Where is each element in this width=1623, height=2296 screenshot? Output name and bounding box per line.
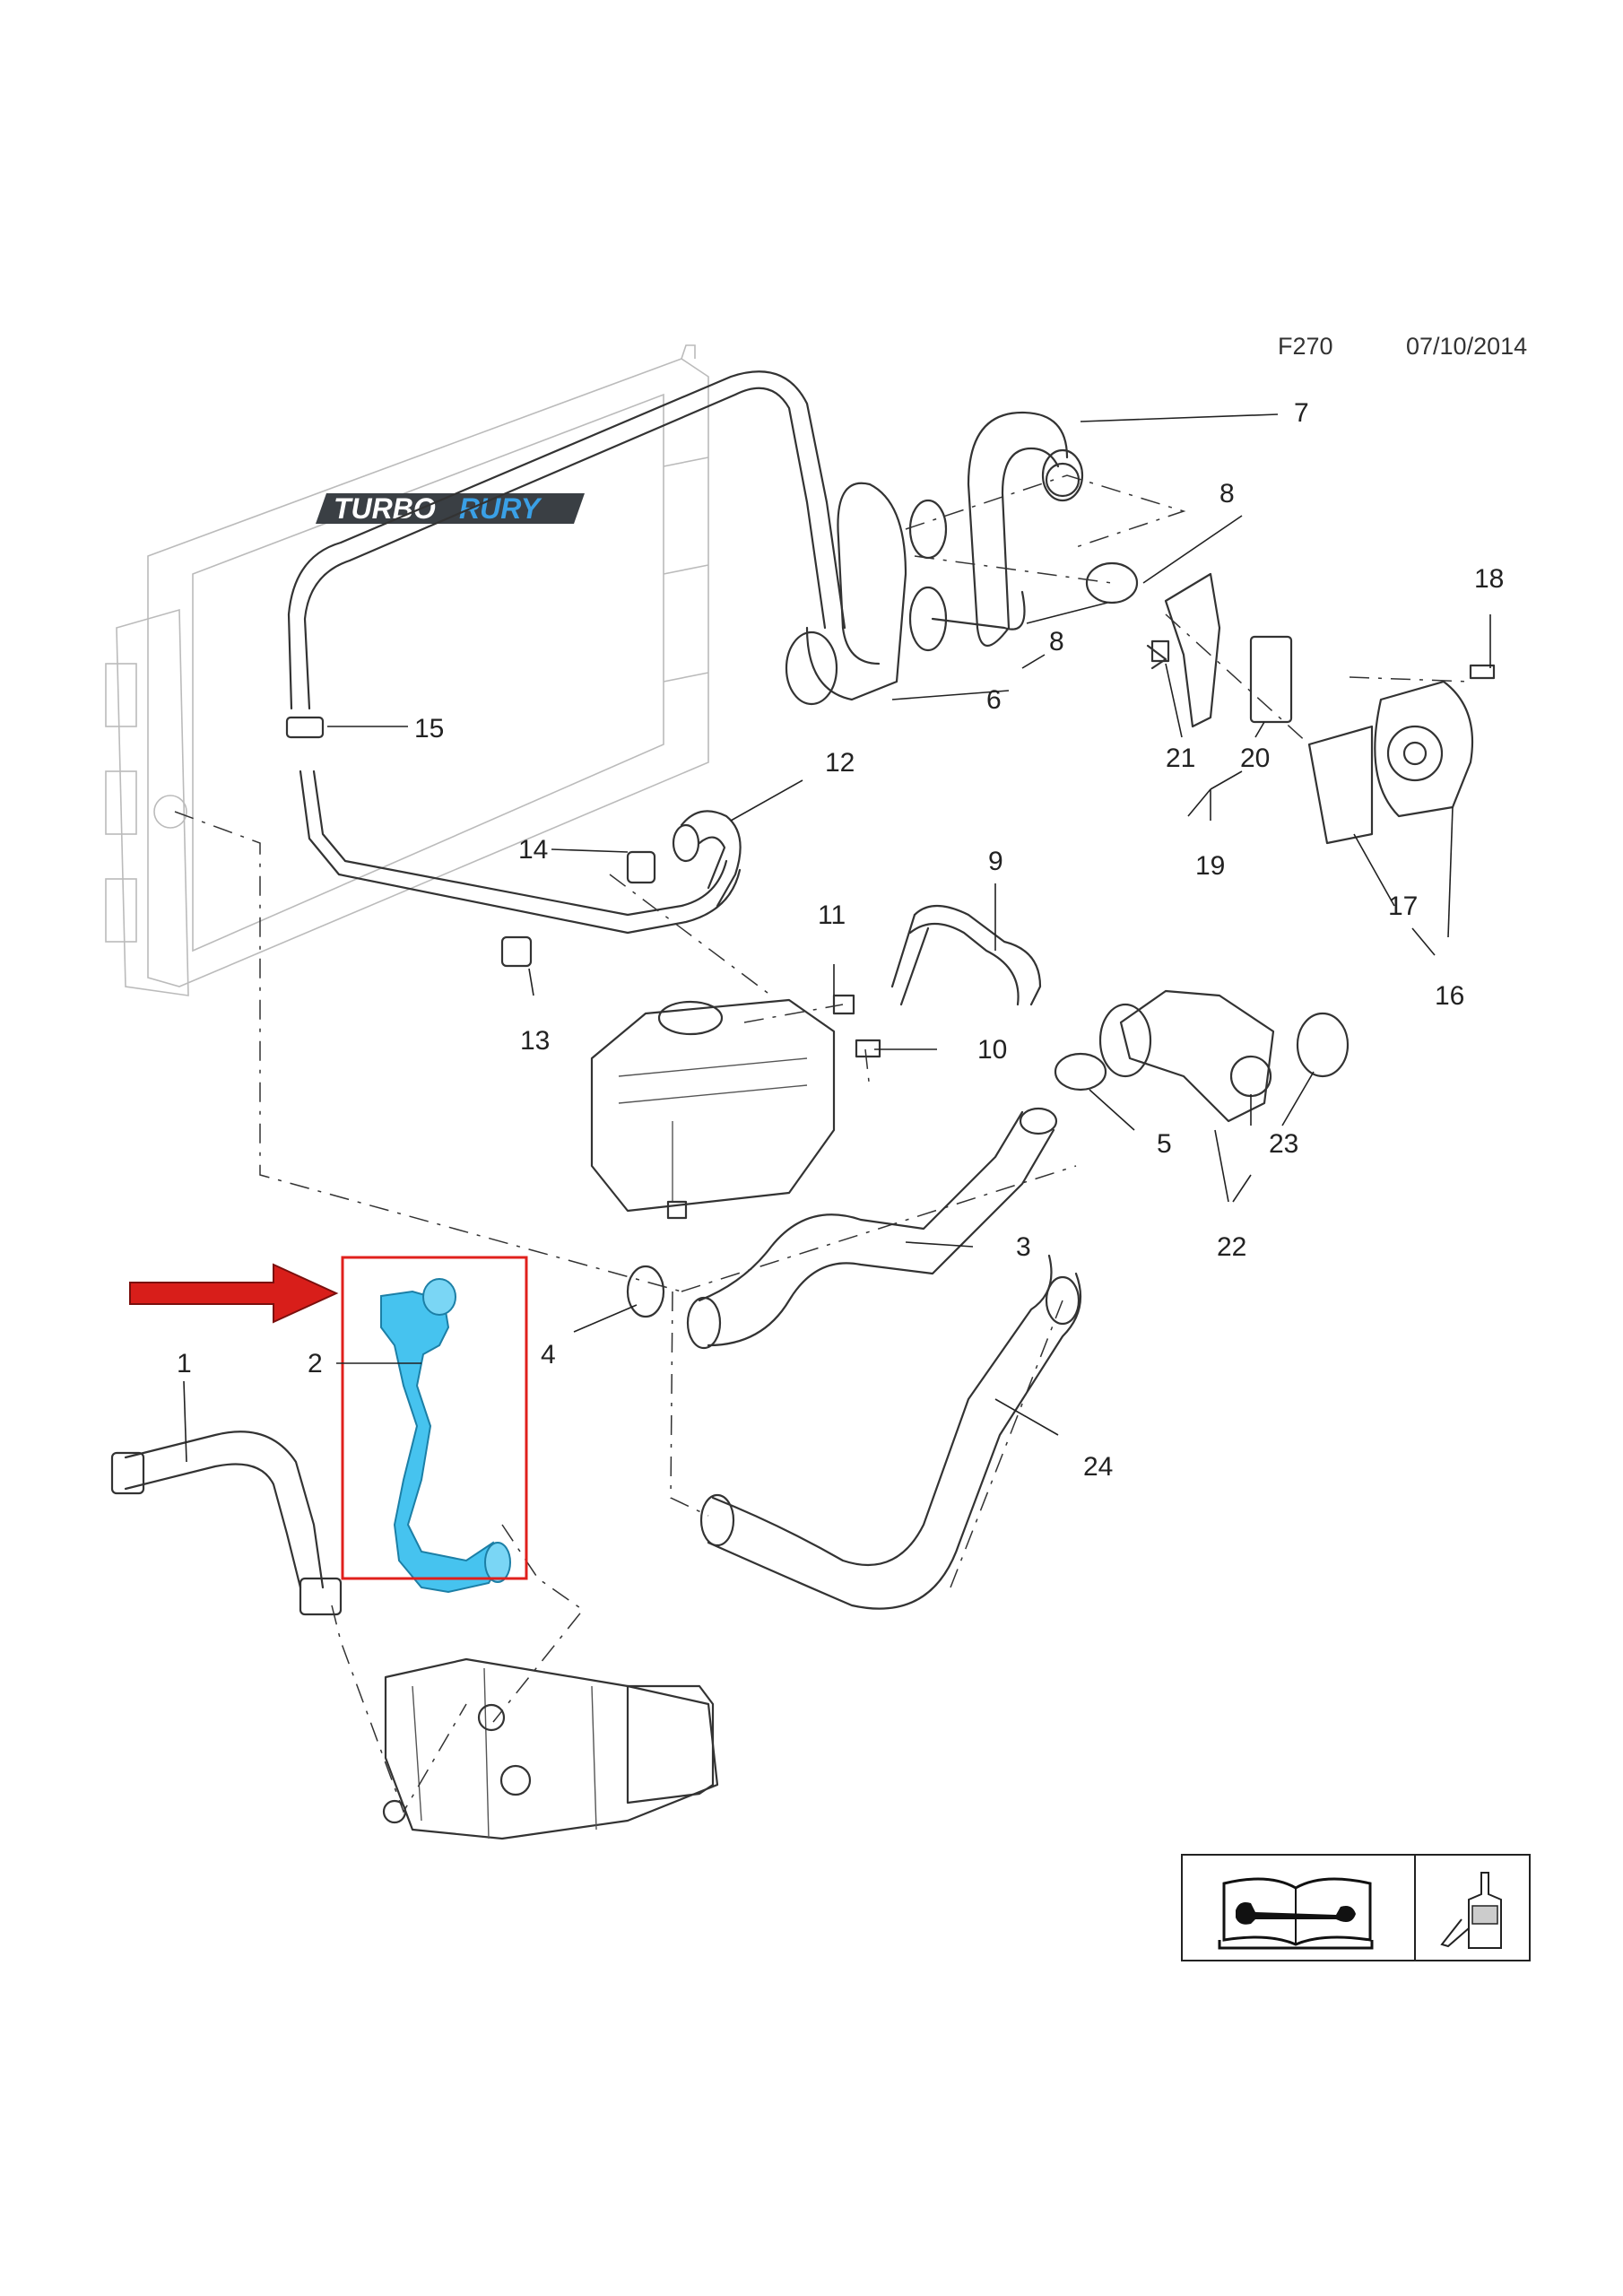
callout-15: 15 xyxy=(414,714,444,744)
callout-3: 3 xyxy=(1016,1232,1031,1262)
callout-8-upper: 8 xyxy=(1219,479,1235,509)
callout-24: 24 xyxy=(1083,1452,1113,1482)
expansion-tank xyxy=(590,998,836,1220)
callout-20: 20 xyxy=(1240,744,1270,773)
clamp-8-lower xyxy=(1085,561,1139,604)
callout-6: 6 xyxy=(986,685,1002,715)
callout-12: 12 xyxy=(825,748,855,778)
hose-15 xyxy=(285,370,846,935)
callout-labels: 1 2 3 4 5 6 7 8 8 9 10 11 12 13 14 15 16… xyxy=(177,398,1504,1894)
oil-cooler-housing xyxy=(382,1657,719,1840)
logo: TURBO RURY xyxy=(316,492,585,525)
hose-6 xyxy=(785,482,1026,706)
thermostat-housing xyxy=(1098,989,1350,1123)
diagram-date: 07/10/2014 xyxy=(1406,333,1527,360)
callout-16: 16 xyxy=(1435,981,1464,1011)
callout-17: 17 xyxy=(1388,891,1418,921)
hose-9 xyxy=(890,905,1042,1006)
diagram-code: F270 xyxy=(1278,333,1333,360)
clamp-10 xyxy=(855,1039,881,1058)
hose-3 xyxy=(686,1107,1058,1350)
hose-1 xyxy=(110,1431,343,1616)
clamp-8-upper xyxy=(1045,462,1081,498)
hose-12 xyxy=(672,810,742,908)
callout-2: 2 xyxy=(308,1349,323,1378)
outlet-bracket xyxy=(1146,572,1293,728)
red-arrow xyxy=(129,1263,339,1324)
water-pump xyxy=(1307,664,1496,845)
highlight-frame xyxy=(341,1256,528,1580)
logo-background xyxy=(316,493,585,524)
callout-11: 11 xyxy=(818,900,846,930)
radiator xyxy=(105,344,709,996)
clamp-13 xyxy=(500,935,533,968)
hose-24 xyxy=(699,1254,1082,1610)
callout-7: 7 xyxy=(1294,398,1309,428)
callout-19: 19 xyxy=(1195,851,1225,881)
sealant-tube-icon xyxy=(1440,1872,1502,1949)
callout-13: 13 xyxy=(520,1026,550,1056)
callout-23: 23 xyxy=(1269,1129,1298,1159)
callout-14: 14 xyxy=(518,835,548,865)
callout-4: 4 xyxy=(541,1340,556,1370)
hose-7 xyxy=(967,411,1084,647)
callout-10: 10 xyxy=(977,1035,1007,1065)
hose-2-body xyxy=(380,1290,504,1594)
callout-22: 22 xyxy=(1217,1232,1246,1262)
gasket-5 xyxy=(1054,1052,1107,1091)
callout-21: 21 xyxy=(1166,744,1195,773)
callout-18: 18 xyxy=(1474,564,1504,594)
clamp-14 xyxy=(626,850,656,884)
callout-8-lower: 8 xyxy=(1049,627,1064,657)
clamp-11 xyxy=(832,994,855,1015)
manual-book-wrench-icon xyxy=(1218,1877,1374,1950)
routing-lines xyxy=(174,474,1471,1813)
legend-box xyxy=(1181,1854,1531,1961)
callout-1: 1 xyxy=(177,1349,192,1378)
clamp-4 xyxy=(626,1265,665,1318)
callout-5: 5 xyxy=(1157,1129,1172,1159)
leader-lines xyxy=(183,413,1491,1463)
callout-9: 9 xyxy=(988,847,1003,876)
highlighted-hose-2 xyxy=(341,1256,528,1594)
